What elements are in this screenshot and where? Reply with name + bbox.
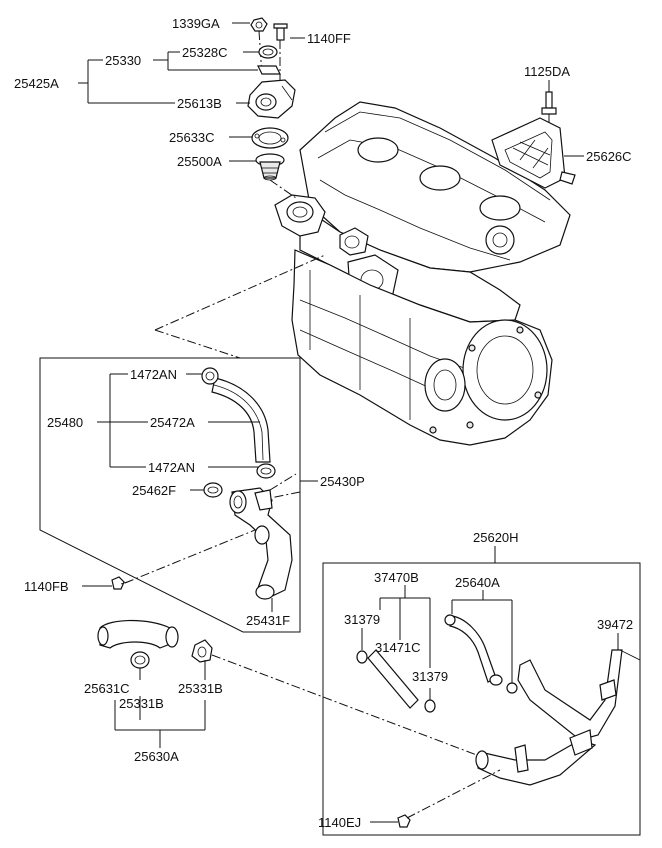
label-37470b: 37470B: [374, 570, 419, 585]
label-25626c: 25626C: [586, 149, 632, 164]
label-25431f: 25431F: [246, 613, 290, 628]
label-31471c: 31471C: [375, 640, 421, 655]
bolt-icon: [541, 107, 557, 115]
label-39472: 39472: [597, 617, 633, 632]
label-25620h: 25620H: [473, 530, 519, 545]
part-labels: 1339GA 1140FF 25330 25328C 25425A 25613B…: [14, 16, 633, 830]
thermostat-group: [247, 17, 297, 199]
leader-lines: [78, 22, 619, 823]
bolt-1140fb: [111, 529, 256, 590]
label-1339ga: 1339GA: [172, 16, 220, 31]
label-25472a: 25472A: [150, 415, 195, 430]
label-25425a: 25425A: [14, 76, 59, 91]
small-hose-group: [356, 649, 436, 713]
label-25430p: 25430P: [320, 474, 365, 489]
label-25613b: 25613B: [177, 96, 222, 111]
pipe-group-frame: [322, 546, 641, 836]
label-1472an-bottom: 1472AN: [148, 460, 195, 475]
bolt-icon: [276, 27, 285, 41]
engine-block: [274, 101, 571, 446]
water-pipe-fitting: [229, 473, 297, 600]
label-1472an-top: 1472AN: [130, 367, 177, 382]
bolt-icon: [397, 814, 411, 828]
label-25328c: 25328C: [182, 45, 228, 60]
label-1140ff: 1140FF: [307, 31, 351, 46]
label-1140fb: 1140FB: [24, 579, 69, 594]
o-ring: [203, 482, 223, 498]
label-25630a: 25630A: [134, 749, 179, 764]
hose-25640a: [444, 614, 518, 694]
label-25640a: 25640A: [455, 575, 500, 590]
label-1140ej: 1140EJ: [318, 815, 361, 830]
label-25633c: 25633C: [169, 130, 215, 145]
hose-25630a: [97, 619, 491, 761]
label-25462f: 25462F: [132, 483, 176, 498]
nut-icon: [250, 17, 268, 32]
hose-25472a: [201, 367, 276, 479]
label-31379-bottom: 31379: [412, 669, 448, 684]
label-25480: 25480: [47, 415, 83, 430]
heater-pipe: [475, 649, 641, 786]
label-25500a: 25500A: [177, 154, 222, 169]
label-31379-top: 31379: [344, 612, 380, 627]
bolt-icon: [111, 576, 125, 590]
label-25330: 25330: [105, 53, 141, 68]
label-25331b-bottom: 25331B: [119, 696, 164, 711]
label-1125da: 1125DA: [524, 64, 570, 79]
label-25331b-right: 25331B: [178, 681, 223, 696]
label-25631c: 25631C: [84, 681, 130, 696]
bolt-1140ej: [397, 769, 501, 828]
